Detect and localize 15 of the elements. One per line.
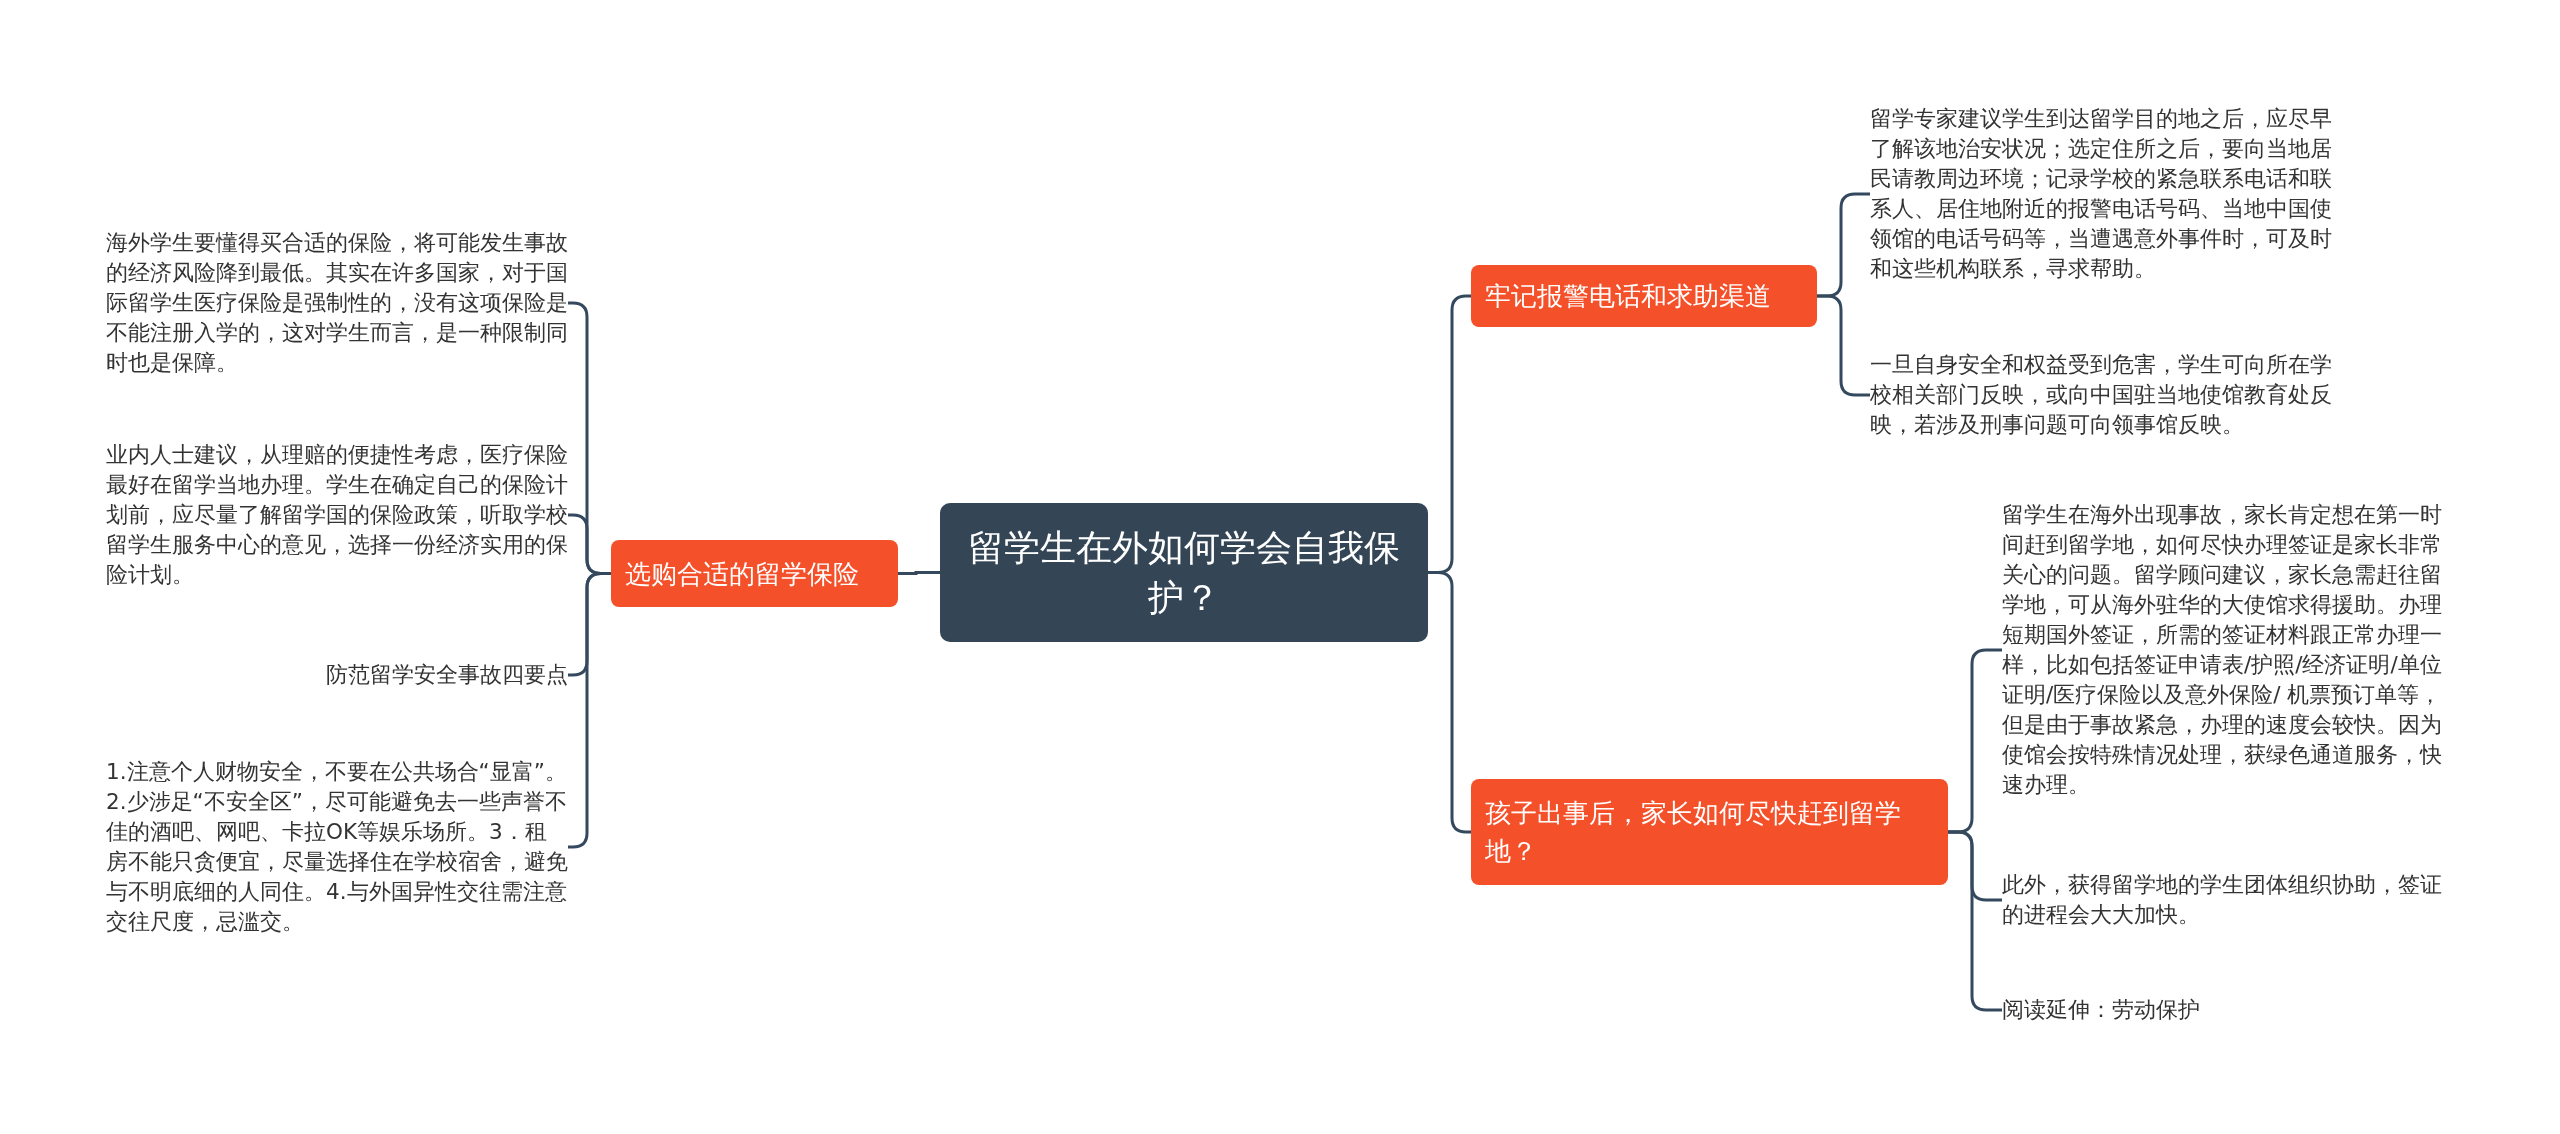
subtopic-text: 留学专家建议学生到达留学目的地之后，应尽早了解该地治安状况；选定住所之后，要向当地居民请教周边环境；记录学校的紧急联系电话和联系人、居住地附近的报警电话号码、当地中国使领馆的电话号码等，当遭遇意外事件时，可及时和这些机构联系，寻求帮助。	[1870, 104, 2338, 284]
central-topic: 留学生在外如何学会自我保护？	[940, 503, 1428, 642]
connector-line	[1428, 571, 1471, 834]
subtopic-text: 海外学生要懂得买合适的保险，将可能发生事故的经济风险降到最低。其实在许多国家，对于国际留学生医疗保险是强制性的，没有这项保险是不能注册入学的，这对学生而言，是一种限制同时也是保障。	[106, 228, 568, 378]
subtopic-text: 防范留学安全事故四要点	[106, 660, 568, 690]
subtopic-text: 1.注意个人财物安全，不要在公共场合“显富”。2.少涉足“不安全区”，尽可能避免去一些声誉不佳的酒吧、网吧、卡拉OK等娱乐场所。3．租房不能只贪便宜，尽量选择住在学校宿舍，避免与不明底细的人同住。4.与外国异性交往需注意交往尺度，忌滥交。	[106, 757, 568, 937]
branch-topic: 孩子出事后，家长如何尽快赶到留学地？	[1471, 779, 1948, 885]
subtopic-text: 留学生在海外出现事故，家长肯定想在第一时间赶到留学地，如何尽快办理签证是家长非常关心的问题。留学顾问建议，家长急需赶往留学地，可从海外驻华的大使馆求得援助。办理短期国外签证，所需的签证材料跟正常办理一样，比如包括签证申请表/护照/经济证明/单位证明/医疗保险以及意外保险/ 机票预订单等，但是由于事故紧急，办理的速度会较快。因为使馆会按特殊情况处理，获绿色通道服务，快速办理。	[2002, 500, 2442, 800]
subtopic-text: 此外，获得留学地的学生团体组织协助，签证的进程会大大加快。	[2002, 870, 2442, 930]
subtopic-text: 业内人士建议，从理赔的便捷性考虑，医疗保险最好在留学当地办理。学生在确定自己的保险计划前，应尽量了解留学国的保险政策，听取学校留学生服务中心的意见，选择一份经济实用的保险计划。	[106, 440, 568, 590]
subtopic-text: 阅读延伸：劳动保护	[2002, 995, 2442, 1025]
subtopic-text: 一旦自身安全和权益受到危害，学生可向所在学校相关部门反映，或向中国驻当地使馆教育处反映，若涉及刑事问题可向领事馆反映。	[1870, 350, 2338, 440]
branch-topic: 选购合适的留学保险	[611, 540, 898, 607]
branch-topic: 牢记报警电话和求助渠道	[1471, 265, 1817, 327]
connector-line	[898, 571, 940, 575]
